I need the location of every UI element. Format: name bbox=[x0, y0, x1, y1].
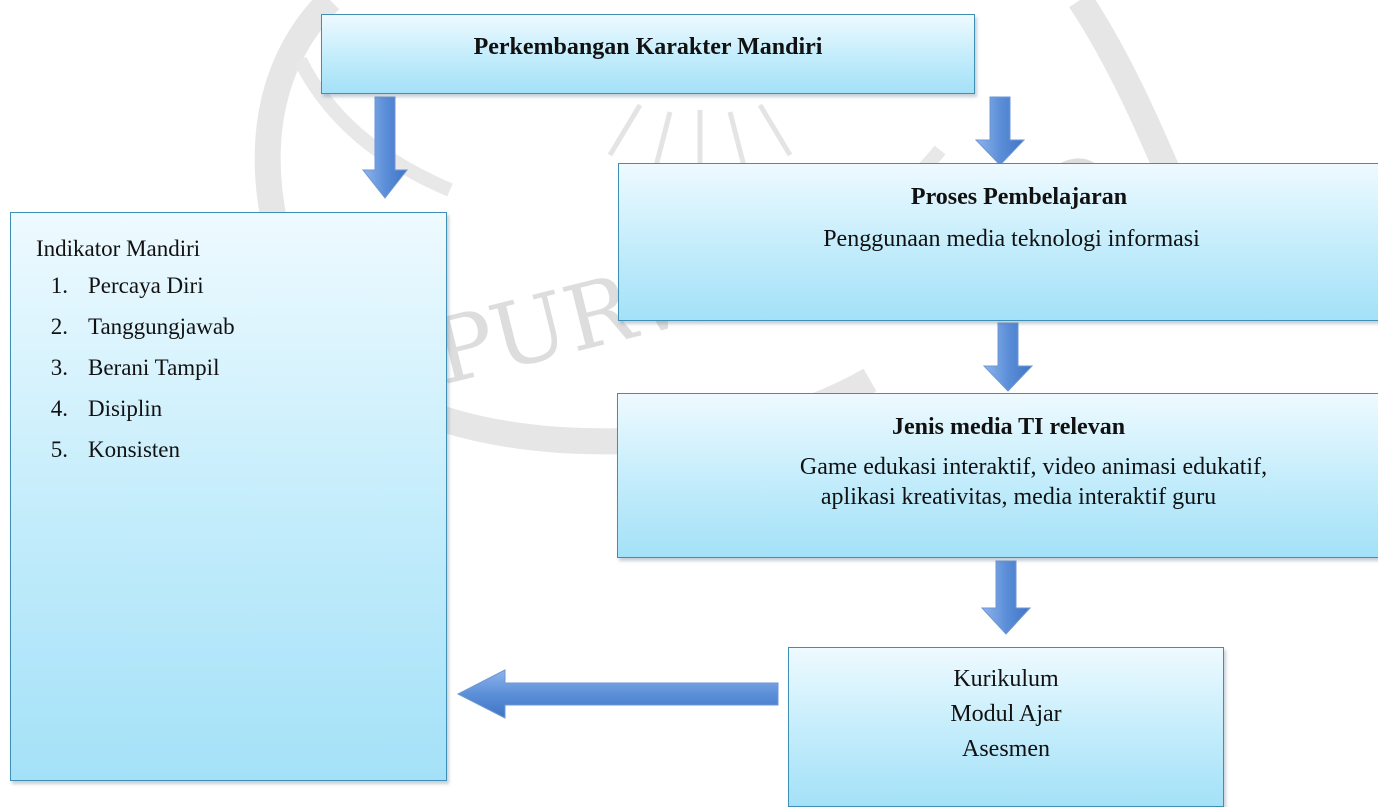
node-kurikulum-item-2: Modul Ajar bbox=[950, 701, 1062, 727]
node-karakter-mandiri: Perkembangan Karakter Mandiri bbox=[321, 14, 975, 94]
node-karakter-mandiri-title: Perkembangan Karakter Mandiri bbox=[473, 34, 823, 60]
indikator-num-4: 4. bbox=[50, 396, 68, 421]
indikator-title: Indikator Mandiri bbox=[36, 236, 201, 261]
arrow-down-left bbox=[361, 96, 409, 199]
node-jenis-title: Jenis media TI relevan bbox=[891, 414, 1126, 440]
indikator-list: 1. Percaya Diri 2. Tanggungjawab 3. Berani … bbox=[36, 273, 235, 478]
indikator-label-1: Percaya Diri bbox=[88, 273, 204, 298]
node-indikator-mandiri: Indikator Mandiri 1. Percaya Diri 2. Tangg… bbox=[10, 212, 447, 781]
indikator-label-3: Berani Tampil bbox=[88, 355, 220, 380]
node-proses-text: Penggunaan media teknologi informasi bbox=[823, 226, 1200, 252]
indikator-num-2: 2. bbox=[50, 314, 68, 339]
arrow-down-proses bbox=[974, 96, 1026, 166]
indikator-label-5: Konsisten bbox=[88, 437, 180, 462]
node-kurikulum-item-3: Asesmen bbox=[962, 736, 1050, 762]
indikator-label-2: Tanggungjawab bbox=[88, 314, 235, 339]
node-kurikulum-item-1: Kurikulum bbox=[953, 666, 1059, 692]
node-proses-pembelajaran: Proses Pembelajaran Penggunaan media tek… bbox=[618, 163, 1378, 321]
indikator-item-4: 4. Disiplin bbox=[36, 396, 235, 437]
indikator-item-5: 5. Konsisten bbox=[36, 437, 235, 478]
indikator-item-1: 1. Percaya Diri bbox=[36, 273, 235, 314]
indikator-item-3: 3. Berani Tampil bbox=[36, 355, 235, 396]
arrow-down-jenis bbox=[982, 322, 1034, 392]
indikator-item-2: 2. Tanggungjawab bbox=[36, 314, 235, 355]
node-kurikulum: Kurikulum Modul Ajar Asesmen bbox=[788, 647, 1224, 807]
node-proses-title: Proses Pembelajaran bbox=[910, 184, 1128, 210]
indikator-num-5: 5. bbox=[50, 437, 68, 462]
node-jenis-line1: Game edukasi interaktif, video animasi e… bbox=[799, 454, 1268, 480]
indikator-label-4: Disiplin bbox=[88, 396, 163, 421]
node-jenis-media: Jenis media TI relevan Game edukasi inte… bbox=[617, 393, 1378, 558]
arrow-left-indikator bbox=[456, 669, 779, 719]
indikator-num-1: 1. bbox=[50, 273, 68, 298]
node-jenis-line2: aplikasi kreativitas, media interaktif g… bbox=[820, 484, 1217, 510]
arrow-down-kurikulum bbox=[980, 560, 1032, 635]
indikator-num-3: 3. bbox=[50, 355, 68, 380]
